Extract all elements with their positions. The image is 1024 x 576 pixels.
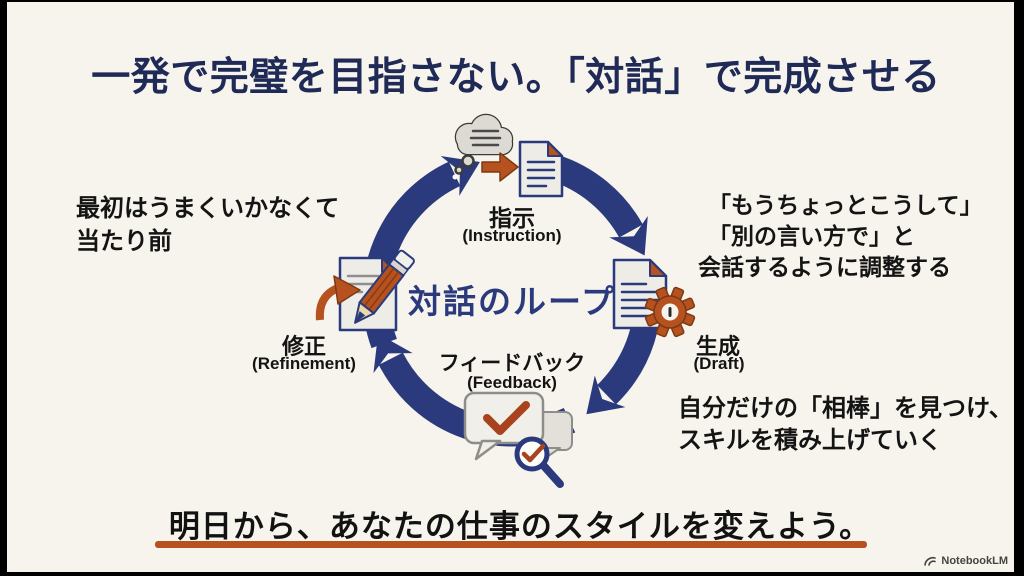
watermark-label: NotebookLM: [941, 555, 1008, 567]
refinement-document-pencil-icon: [315, 249, 415, 332]
magnifier-icon: [514, 436, 564, 488]
note-line: 自分だけの「相棒」を見つけ、: [678, 395, 1013, 422]
statement-underline: [155, 541, 867, 548]
node-instruction-en: (Instruction): [462, 226, 562, 245]
closing-statement: 明日から、あなたの仕事のスタイルを変えよう。: [168, 509, 872, 544]
slide-background: [7, 2, 1014, 572]
node-instruction-ja: 指示: [489, 205, 535, 231]
draft-document-gear-icon: [612, 258, 696, 338]
notebooklm-logo-icon: [924, 556, 937, 566]
note-line: スキルを積み上げていく: [678, 427, 942, 454]
note-line: 会話するように調整する: [698, 254, 951, 280]
node-feedback-ja: フィードバック: [438, 352, 586, 375]
gear-icon: [644, 286, 696, 338]
instruction-document-icon: [518, 140, 564, 198]
node-draft-en: (Draft): [693, 354, 745, 373]
dialogue-loop-diagram: [315, 113, 696, 488]
page-title: 一発で完璧を目指さない。「対話」で完成させる: [91, 56, 941, 99]
note-line: 「もうちょっとこうして」: [708, 192, 983, 218]
pencil-icon: [354, 249, 415, 324]
node-feedback-en: (Feedback): [467, 373, 557, 392]
node-refinement-en: (Refinement): [252, 354, 356, 373]
note-right-top: 「もうちょっとこうして」 「別の言い方で」と 会話するように調整する: [698, 190, 983, 283]
note-line: 当たり前: [76, 228, 172, 255]
refresh-arrow-icon: [315, 275, 361, 321]
feedback-chat-bubbles-icon: [463, 391, 573, 488]
thought-cloud-icon: [452, 113, 514, 180]
note-right-bottom: 自分だけの「相棒」を見つけ、 スキルを積み上げていく: [678, 393, 1013, 457]
watermark: NotebookLM: [923, 555, 1008, 567]
loop-center-label: 対話のループ: [407, 283, 617, 320]
node-draft-ja: 生成: [695, 334, 741, 359]
note-left: 最初はうまくいかなくて 当たり前: [76, 192, 339, 258]
right-arrow-icon: [481, 152, 519, 182]
note-line: 「別の言い方で」と: [708, 223, 915, 249]
node-refinement-ja: 修正: [281, 334, 327, 359]
note-line: 最初はうまくいかなくて: [76, 195, 340, 222]
